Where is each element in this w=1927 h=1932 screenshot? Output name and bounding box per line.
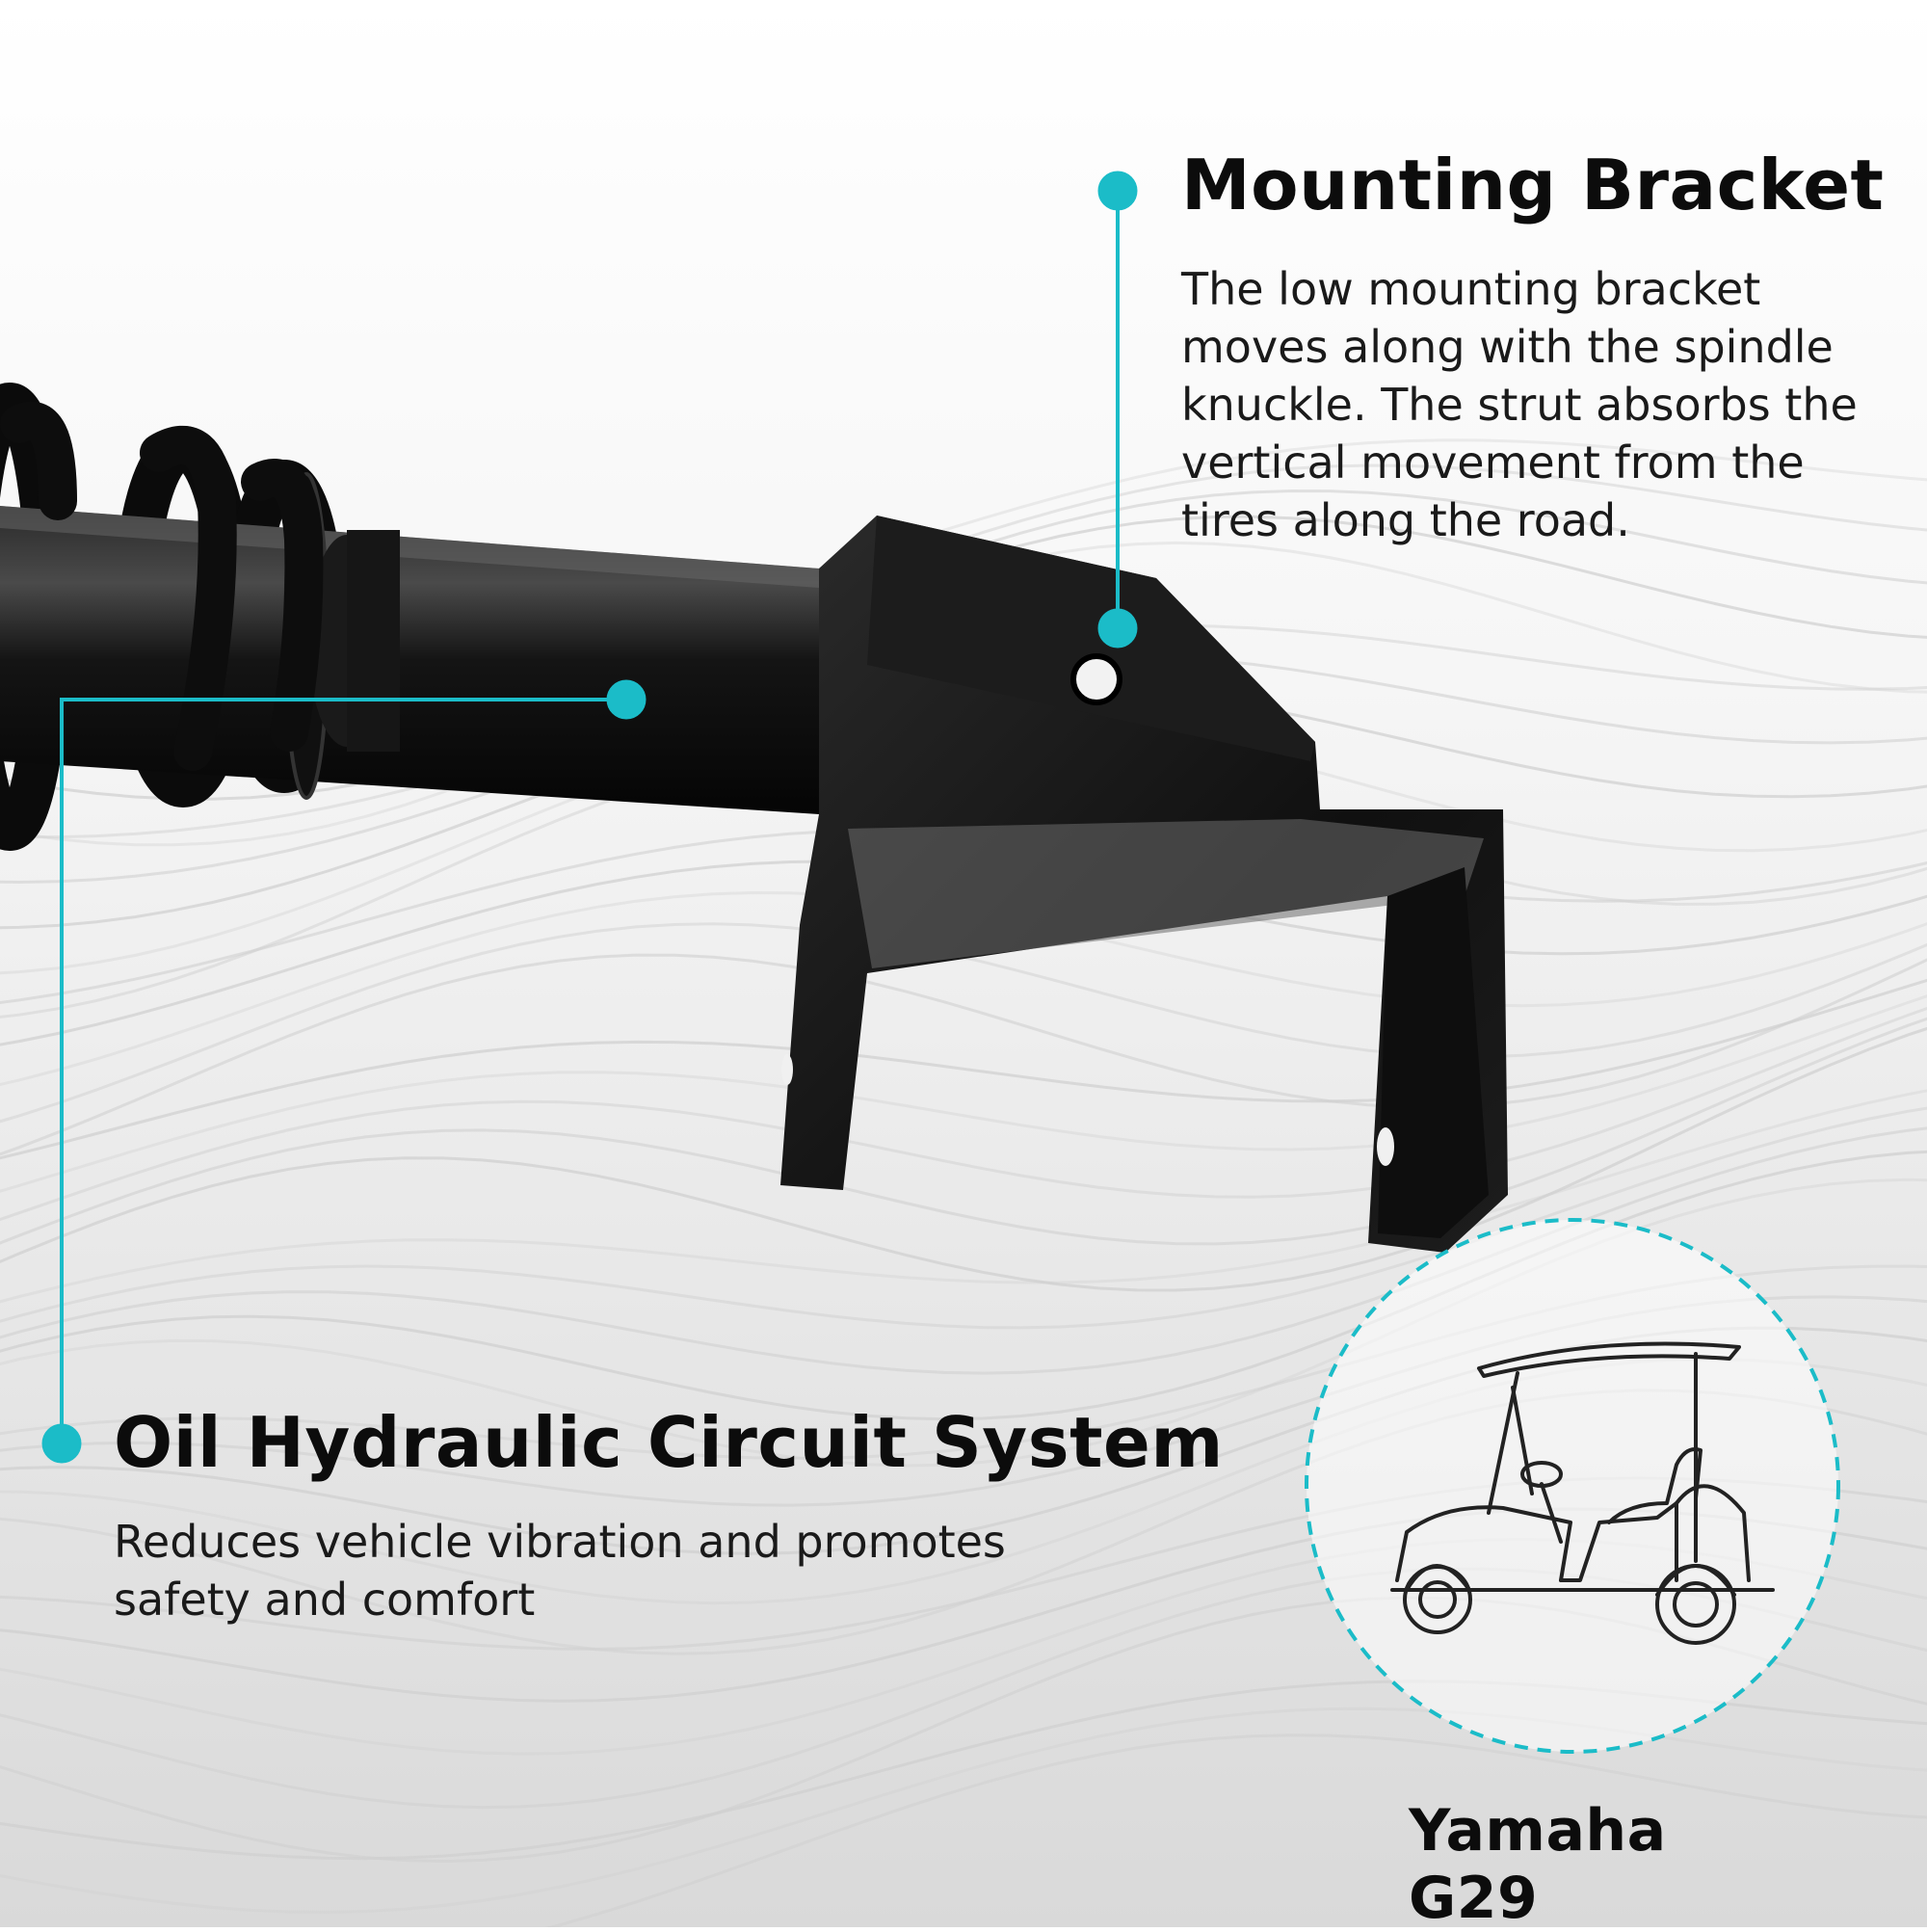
background-wave-line [0,1126,1927,1375]
mounting-bracket-title: Mounting Bracket [1181,145,1885,225]
mounting-bracket-description: The low mounting bracket moves along wit… [1181,263,1858,546]
callout-dot [606,679,647,720]
background-wave-line [0,978,1927,1160]
background-wave-line [0,1006,1927,1222]
callout-oil-hydraulic [41,679,647,1464]
oil-hydraulic-title: Oil Hydraulic Circuit System [114,1402,1224,1483]
background-wave-line [0,994,1927,1193]
background-wave-line [0,1017,1927,1246]
callout-mounting-bracket [1097,171,1138,648]
coil-spring-front [0,401,324,771]
background-wave-line [0,953,1927,1156]
background-wave-line [0,1089,1927,1304]
golf-cart-icon [1390,1341,1775,1645]
callout-dot [1097,608,1138,648]
background-wave-line [0,1026,1927,1292]
mounting-bracket [780,516,1508,1253]
callout-dot [41,1423,82,1464]
background-wave-line [545,1734,1927,1927]
callout-dot [1097,171,1138,211]
vehicle-model-label: Yamaha G29 [1409,1797,1667,1932]
vehicle-badge [1305,1218,1840,1754]
background-wave-line [0,1106,1927,1330]
oil-hydraulic-description: Reduces vehicle vibration and promotes s… [114,1516,1006,1626]
